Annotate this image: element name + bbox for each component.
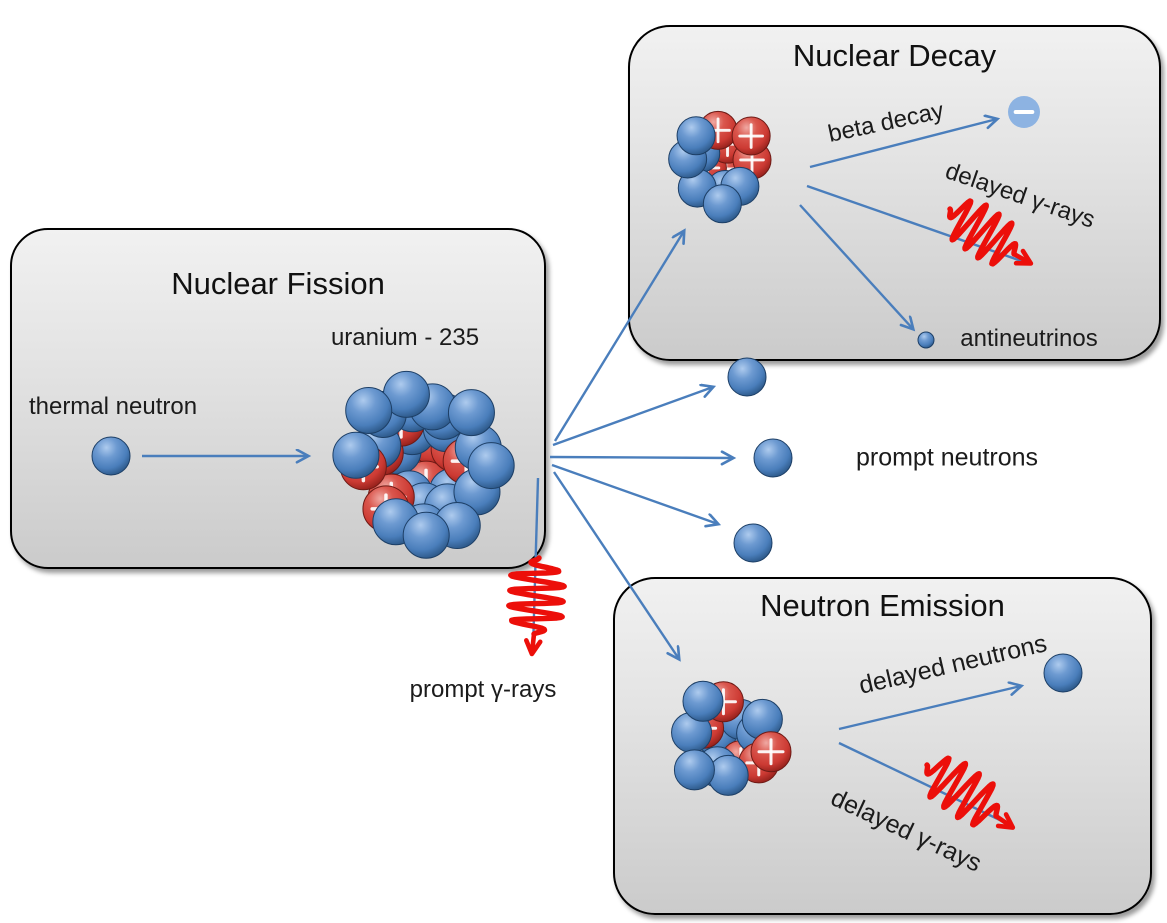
nuclear-decay-title: Nuclear Decay [792, 38, 997, 73]
nuclear-fission-title: Nuclear Fission [171, 266, 385, 301]
antineutrinos-label: antineutrinos [960, 325, 1098, 352]
prompt-neutron-2 [753, 438, 793, 478]
prompt-neutron-3 [733, 523, 773, 563]
fan-arrow-neutron-3 [551, 463, 718, 524]
nuclear-decay-box: Nuclear Decay [628, 25, 1161, 361]
fan-arrow-neutron-1 [552, 387, 713, 447]
prompt-neutron-1 [727, 357, 767, 397]
fan-arrow-neutron-2 [549, 457, 733, 458]
neutron-emission-box: Neutron Emission [613, 577, 1152, 915]
thermal-neutron-label: thermal neutron [28, 393, 198, 420]
prompt-gamma-squiggle-icon [506, 555, 567, 657]
prompt-gamma-rays-label: prompt γ-rays [409, 676, 557, 703]
prompt-neutrons-label: prompt neutrons [855, 443, 1039, 472]
uranium-235-label: uranium - 235 [330, 324, 480, 351]
neutron-emission-title: Neutron Emission [760, 588, 1005, 623]
